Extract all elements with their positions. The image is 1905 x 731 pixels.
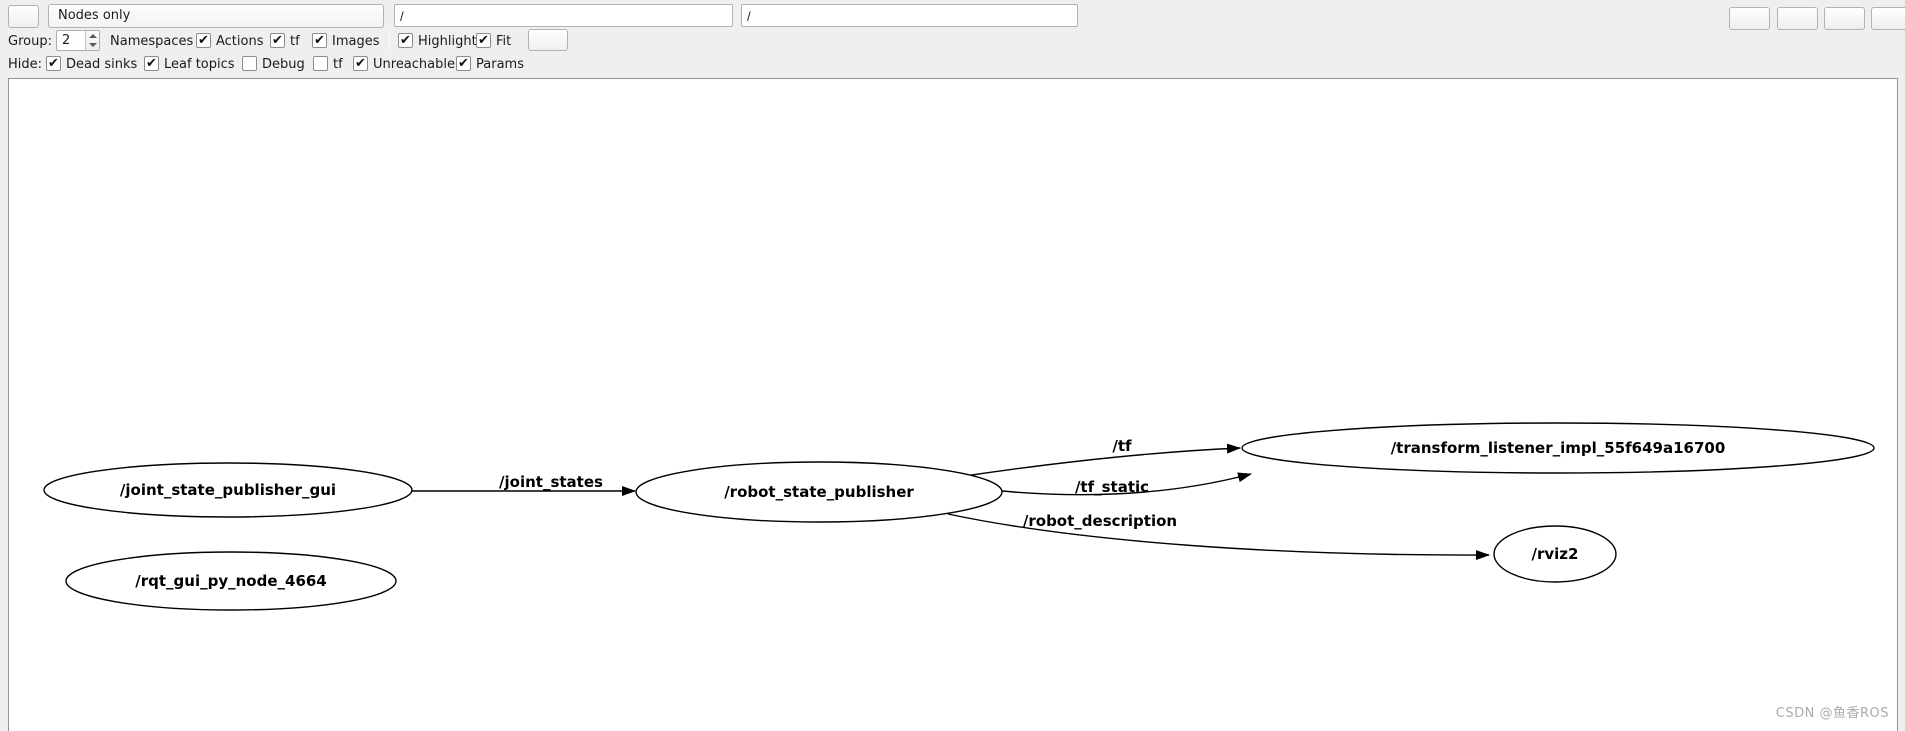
- graph-node-label: /joint_state_publisher_gui: [120, 481, 336, 499]
- save-dot-button[interactable]: [1729, 7, 1770, 30]
- graph-node-robot_state_publisher: [635, 461, 1003, 523]
- group-label: Group:: [8, 34, 52, 49]
- graph-node-joint_state_publisher_gui: [43, 462, 413, 518]
- dead-sinks-checkbox[interactable]: [46, 56, 61, 71]
- params-checkbox-label[interactable]: Params: [476, 57, 524, 72]
- graph-node-rqt_gui_py_node_4664: [65, 551, 397, 611]
- graph-edge-label: /joint_states: [499, 473, 603, 491]
- actions-checkbox[interactable]: [196, 33, 211, 48]
- graph-type-selected-value: Nodes only: [58, 8, 131, 23]
- params-checkbox[interactable]: [456, 56, 471, 71]
- group-spinbox-value: 2: [62, 33, 71, 48]
- tf-checkbox[interactable]: [270, 33, 285, 48]
- group-spinbox[interactable]: 2: [56, 30, 100, 51]
- leaf-topics-checkbox[interactable]: [144, 56, 159, 71]
- graph-edge-label: /tf_static: [1075, 478, 1149, 496]
- images-checkbox[interactable]: [312, 33, 327, 48]
- toolbar-separator: [389, 30, 390, 50]
- graph-edge-label: /tf: [1112, 437, 1132, 455]
- save-svg-button[interactable]: [1777, 7, 1818, 30]
- hide-tf-checkbox-label[interactable]: tf: [333, 57, 343, 72]
- refresh-graph-button[interactable]: [8, 5, 39, 28]
- graph-edge: [1001, 472, 1252, 496]
- fit-checkbox[interactable]: [476, 33, 491, 48]
- namespaces-label: Namespaces: [110, 34, 194, 49]
- debug-checkbox[interactable]: [242, 56, 257, 71]
- highlight-checkbox-label[interactable]: Highlight: [418, 34, 477, 49]
- tf-checkbox-label[interactable]: tf: [290, 34, 300, 49]
- graph-edge: [964, 443, 1241, 477]
- topic-filter-input[interactable]: [741, 4, 1078, 27]
- debug-checkbox-label[interactable]: Debug: [262, 57, 305, 72]
- settings-button[interactable]: [1871, 7, 1905, 30]
- graph-node-label: /robot_state_publisher: [724, 483, 914, 501]
- hide-tf-checkbox[interactable]: [313, 56, 328, 71]
- dead-sinks-checkbox-label[interactable]: Dead sinks: [66, 57, 138, 72]
- unreachable-checkbox-label[interactable]: Unreachable: [373, 57, 455, 72]
- hide-label: Hide:: [8, 57, 43, 72]
- save-image-button[interactable]: [1824, 7, 1865, 30]
- images-checkbox-label[interactable]: Images: [332, 34, 380, 49]
- watermark: CSDN @鱼香ROS: [1775, 706, 1889, 721]
- spinner-arrows-icon[interactable]: [85, 31, 99, 50]
- actions-checkbox-label[interactable]: Actions: [216, 34, 264, 49]
- fit-checkbox-label[interactable]: Fit: [496, 34, 512, 49]
- graph-node-rviz2: [1493, 525, 1617, 583]
- graph-edge-label: /robot_description: [1023, 512, 1177, 530]
- graph-node-label: /rqt_gui_py_node_4664: [135, 572, 327, 590]
- leaf-topics-checkbox-label[interactable]: Leaf topics: [164, 57, 235, 72]
- graph-canvas[interactable]: [8, 78, 1898, 731]
- fit-in-view-button[interactable]: [528, 29, 568, 51]
- unreachable-checkbox[interactable]: [353, 56, 368, 71]
- graph-node-label: /transform_listener_impl_55f649a16700: [1391, 439, 1726, 457]
- graph-edge: [947, 513, 1490, 561]
- graph-node-label: /rviz2: [1532, 545, 1579, 563]
- graph-node-transform_listener: [1241, 422, 1875, 474]
- graph-type-combobox[interactable]: Nodes only: [48, 4, 384, 28]
- highlight-checkbox[interactable]: [398, 33, 413, 48]
- node-filter-input[interactable]: [394, 4, 733, 27]
